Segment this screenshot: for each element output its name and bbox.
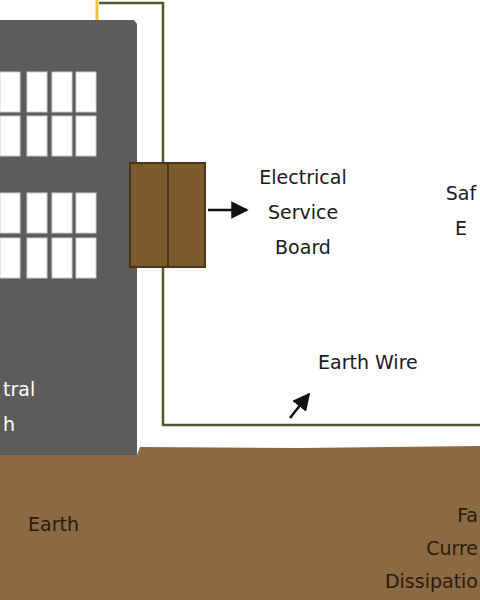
supply-wire — [96, 0, 99, 20]
window-pane — [27, 116, 47, 156]
node-label: Earth — [28, 507, 118, 542]
earth-wire-lower — [163, 267, 480, 425]
window-pane — [76, 238, 96, 278]
service-board-divider — [167, 164, 169, 266]
building: tral h — [0, 20, 137, 455]
service-board-box — [130, 163, 205, 267]
callout-label: Saf E — [442, 176, 480, 246]
window-pane — [76, 72, 96, 112]
earth-band: Earth Fa Curre Dissipatio — [0, 447, 480, 600]
earth-ground — [0, 446, 480, 600]
window-pane — [52, 238, 72, 278]
window-pane — [0, 193, 20, 233]
window-pane — [27, 193, 47, 233]
leader-arrow — [208, 209, 247, 212]
service-board: Electrical Service Board — [130, 163, 205, 267]
window-pane — [27, 238, 47, 278]
windows — [0, 72, 96, 278]
node-label: Electrical Service Board — [244, 160, 362, 265]
window-pane — [52, 72, 72, 112]
window-pane — [27, 72, 47, 112]
window-pane — [0, 72, 20, 112]
window-pane — [52, 116, 72, 156]
earth-wire-upper — [99, 3, 163, 163]
window-pane — [0, 116, 20, 156]
leader-arrow — [290, 394, 309, 418]
building — [0, 20, 137, 455]
window-pane — [0, 238, 20, 278]
callout-label: Earth Wire — [318, 345, 458, 380]
window-pane — [76, 116, 96, 156]
window-pane — [76, 193, 96, 233]
node-label: tral h — [3, 372, 43, 442]
window-pane — [52, 193, 72, 233]
node-label: Fa Curre Dissipatio — [372, 499, 478, 598]
